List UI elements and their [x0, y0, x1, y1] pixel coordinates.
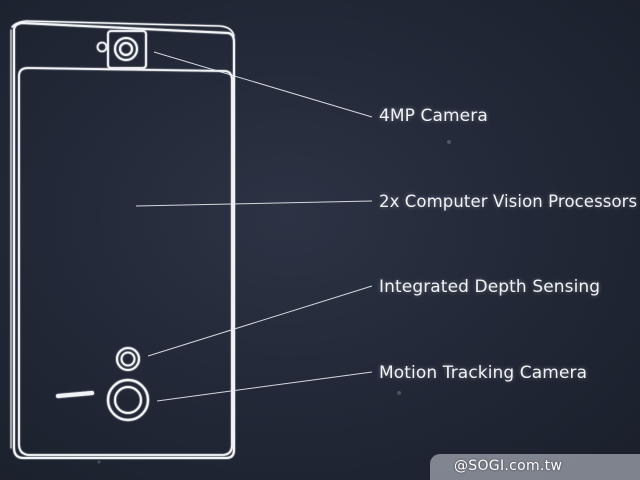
background-dot — [97, 460, 101, 464]
callout-line-motion — [156, 371, 373, 402]
motion-camera-outer — [106, 378, 150, 422]
label-motion-tracking-camera: Motion Tracking Camera — [379, 363, 588, 383]
label-4mp-camera: 4MP Camera — [379, 106, 488, 126]
label-computer-vision-processors: 2x Computer Vision Processors — [379, 192, 638, 211]
motion-camera-inner — [114, 386, 142, 414]
depth-sensor-outer — [116, 347, 140, 371]
background-dot — [447, 140, 451, 144]
speaker-slot — [56, 391, 94, 398]
label-depth-sensing: Integrated Depth Sensing — [379, 277, 601, 297]
camera-lens-inner — [119, 42, 133, 56]
camera-module-housing — [107, 30, 147, 69]
watermark-text: @SOGI.com.tw — [454, 458, 563, 474]
phone-outer-outline — [13, 22, 235, 459]
camera-lens-outer — [114, 37, 138, 61]
background-dot — [397, 391, 401, 395]
depth-sensor-inner — [120, 351, 136, 367]
callout-line-depth — [147, 285, 373, 357]
callout-line-vision — [135, 200, 373, 207]
back-panel-outline — [18, 67, 233, 456]
flash-icon — [96, 41, 108, 53]
callout-line-camera — [153, 51, 373, 118]
watermark-badge: @SOGI.com.tw — [430, 454, 640, 480]
phone-top-edge — [11, 20, 235, 37]
